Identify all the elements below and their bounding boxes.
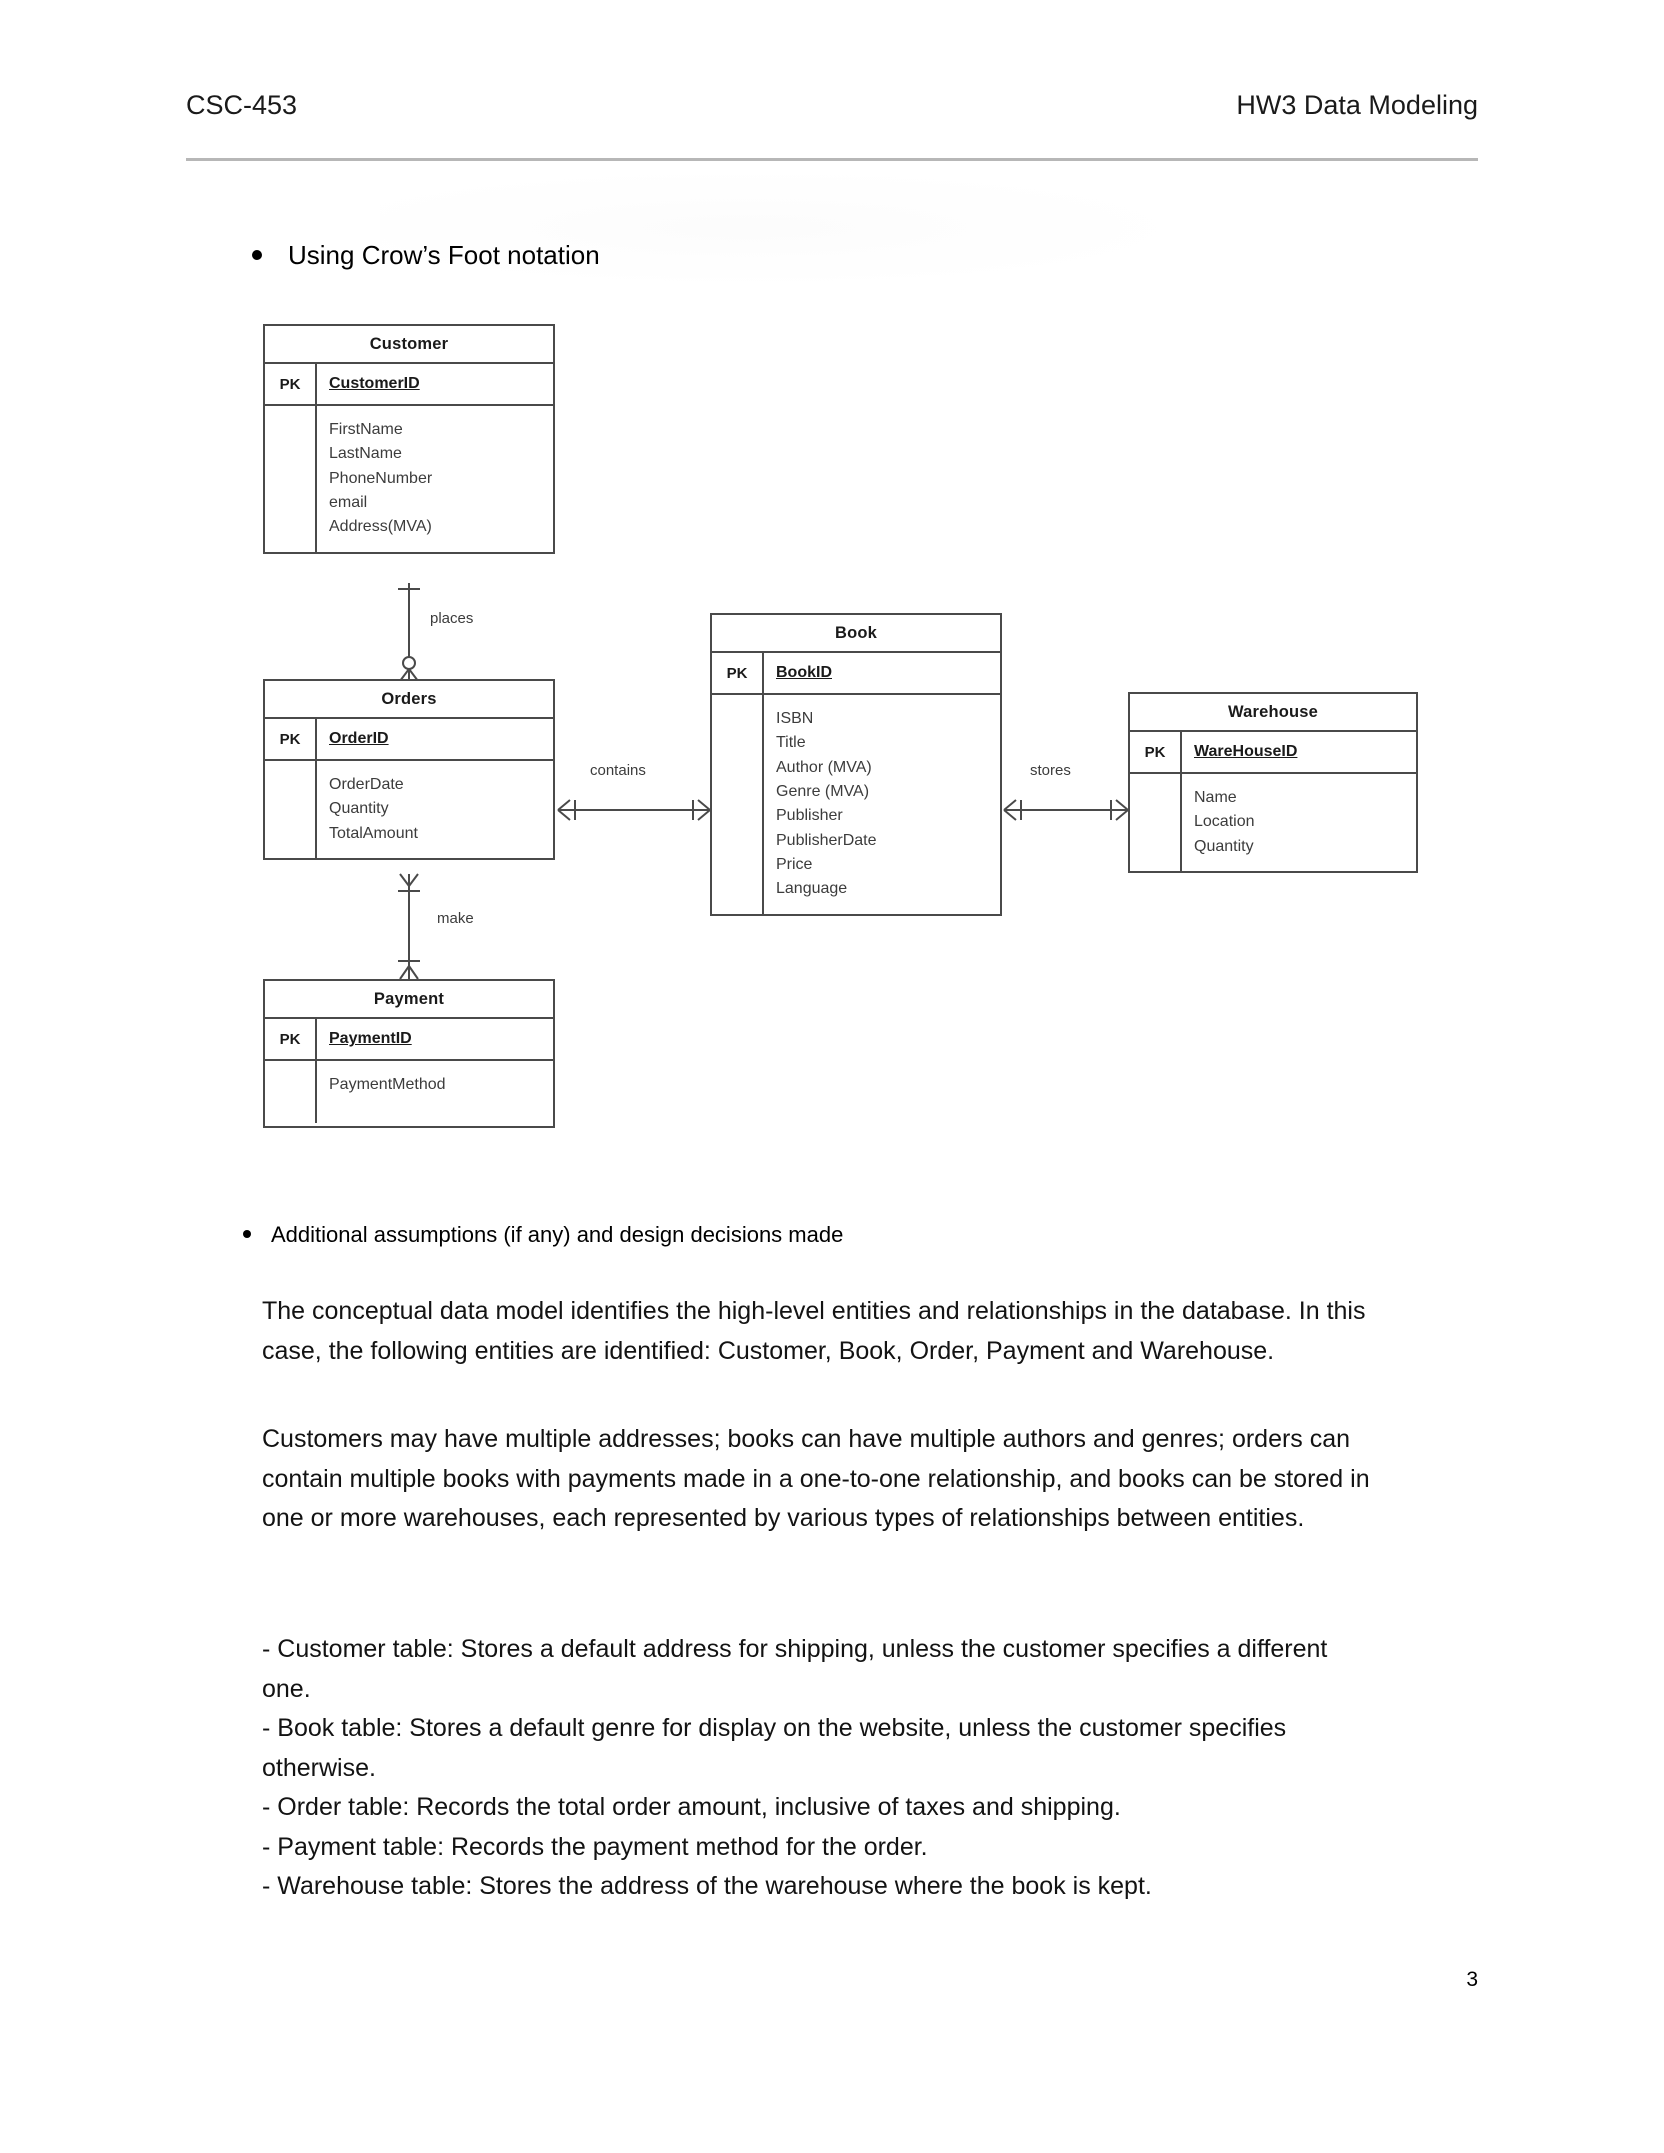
- entity-customer: Customer PK CustomerID FirstName LastNam…: [263, 324, 555, 554]
- connector-contains-line: [568, 809, 700, 811]
- attribute-item: Author (MVA): [776, 758, 872, 776]
- pk-badge: PK: [1130, 732, 1182, 772]
- attribute-list: FirstName LastName PhoneNumber email Add…: [317, 406, 432, 552]
- cardinality-many-warehouse-side: [1110, 799, 1129, 821]
- header-divider: [186, 158, 1478, 161]
- entity-book: Book PK BookID ISBN Title Author (MVA) G…: [710, 613, 1002, 916]
- attribute-item: Quantity: [329, 800, 389, 818]
- attribute-item: Publisher: [776, 807, 843, 825]
- entity-book-pk-name: BookID: [776, 664, 832, 681]
- entity-customer-pk-row: PK CustomerID: [265, 364, 553, 406]
- connector-places-line: [408, 583, 410, 679]
- pk-badge: PK: [265, 1019, 317, 1059]
- attribute-item: PhoneNumber: [329, 469, 433, 487]
- connector-stores-line: [1014, 809, 1118, 811]
- attribute-item: Price: [776, 855, 813, 873]
- attribute-gutter: [1130, 774, 1182, 871]
- bullet-dot-icon: [252, 250, 262, 260]
- entity-warehouse-pk-row: PK WareHouseID: [1130, 732, 1416, 774]
- attribute-item: TotalAmount: [329, 824, 418, 842]
- attribute-list: PaymentMethod: [317, 1061, 446, 1123]
- attribute-gutter: [265, 406, 317, 552]
- design-decision-item: - Warehouse table: Stores the address of…: [262, 1872, 1152, 1900]
- cardinality-one-or-many-top: [398, 873, 420, 892]
- attribute-list: Name Location Quantity: [1182, 774, 1255, 871]
- attribute-item: LastName: [329, 445, 402, 463]
- relationship-label-contains: contains: [590, 762, 646, 779]
- entity-customer-pk-name: CustomerID: [329, 375, 420, 392]
- entity-orders-title: Orders: [265, 681, 553, 719]
- entity-warehouse-pk-name: WareHouseID: [1194, 743, 1298, 760]
- attribute-item: Language: [776, 880, 848, 898]
- relationship-label-make: make: [437, 910, 474, 927]
- bullet-dot-icon: [243, 1230, 251, 1238]
- attribute-item: Genre (MVA): [776, 782, 870, 800]
- attribute-item: FirstName: [329, 421, 403, 438]
- attribute-item: PaymentMethod: [329, 1076, 446, 1093]
- assignment-title: HW3 Data Modeling: [1236, 90, 1478, 120]
- cardinality-zero-or-many: [399, 656, 419, 682]
- bullet-additional-assumptions: Additional assumptions (if any) and desi…: [243, 1222, 843, 1248]
- attribute-item: Title: [776, 734, 806, 752]
- attribute-gutter: [712, 695, 764, 914]
- pk-badge: PK: [712, 653, 764, 693]
- attribute-item: Quantity: [1194, 837, 1254, 855]
- attribute-item: Name: [1194, 789, 1237, 806]
- entity-customer-title: Customer: [265, 326, 553, 364]
- cardinality-one-or-many-bottom: [398, 960, 420, 980]
- pk-badge: PK: [265, 719, 317, 759]
- design-decision-item: - Payment table: Records the payment met…: [262, 1832, 928, 1861]
- attribute-item: OrderDate: [329, 776, 404, 793]
- paragraph-conceptual-model: The conceptual data model identifies the…: [262, 1297, 1366, 1365]
- relationship-label-stores: stores: [1030, 762, 1071, 779]
- entity-warehouse-title: Warehouse: [1130, 694, 1416, 732]
- bullet-crows-foot-notation: Using Crow’s Foot notation: [252, 240, 600, 271]
- pk-badge: PK: [265, 364, 317, 404]
- attribute-item: ISBN: [776, 710, 814, 727]
- attribute-gutter: [265, 761, 317, 858]
- entity-orders: Orders PK OrderID OrderDate Quantity Tot…: [263, 679, 555, 860]
- design-decision-item: - Customer table: Stores a default addre…: [262, 1635, 1328, 1703]
- bullet-label: Additional assumptions (if any) and desi…: [271, 1222, 844, 1247]
- entity-book-title: Book: [712, 615, 1000, 653]
- entity-payment-title: Payment: [265, 981, 553, 1019]
- cardinality-many-book-side: [692, 799, 711, 821]
- page-number: 3: [1466, 1968, 1478, 1991]
- design-decisions-list: - Customer table: Stores a default addre…: [262, 1630, 1382, 1907]
- bullet-label: Using Crow’s Foot notation: [288, 240, 600, 270]
- entity-orders-pk-name: OrderID: [329, 730, 389, 747]
- attribute-item: Address(MVA): [329, 518, 432, 536]
- attribute-item: email: [329, 493, 368, 511]
- entity-book-attributes: ISBN Title Author (MVA) Genre (MVA) Publ…: [712, 695, 1000, 914]
- entity-book-pk-row: PK BookID: [712, 653, 1000, 695]
- attribute-list: ISBN Title Author (MVA) Genre (MVA) Publ…: [764, 695, 877, 914]
- attribute-gutter: [265, 1061, 317, 1123]
- entity-payment: Payment PK PaymentID PaymentMethod: [263, 979, 555, 1128]
- course-code: CSC-453: [186, 90, 298, 120]
- cardinality-many-orders-side: [557, 799, 576, 821]
- attribute-item: PublisherDate: [776, 831, 877, 849]
- entity-orders-pk-row: PK OrderID: [265, 719, 553, 761]
- entity-orders-attributes: OrderDate Quantity TotalAmount: [265, 761, 553, 858]
- entity-customer-attributes: FirstName LastName PhoneNumber email Add…: [265, 406, 553, 552]
- relationship-label-places: places: [430, 610, 474, 627]
- entity-payment-pk-name: PaymentID: [329, 1030, 412, 1047]
- entity-payment-attributes: PaymentMethod: [265, 1061, 553, 1123]
- design-decision-item: - Order table: Records the total order a…: [262, 1793, 1121, 1821]
- entity-warehouse-attributes: Name Location Quantity: [1130, 774, 1416, 871]
- attribute-list: OrderDate Quantity TotalAmount: [317, 761, 418, 858]
- page-header: CSC-453 HW3 Data Modeling: [186, 90, 1478, 121]
- cardinality-many-book-right: [1003, 799, 1022, 821]
- entity-warehouse: Warehouse PK WareHouseID Name Location Q…: [1128, 692, 1418, 873]
- attribute-item: Location: [1194, 813, 1255, 831]
- paragraph-relationship-summary: Customers may have multiple addresses; b…: [262, 1425, 1370, 1532]
- entity-payment-pk-row: PK PaymentID: [265, 1019, 553, 1061]
- connector-make-line: [408, 879, 410, 979]
- design-decision-item: - Book table: Stores a default genre for…: [262, 1714, 1287, 1782]
- cardinality-one-tick: [398, 588, 420, 590]
